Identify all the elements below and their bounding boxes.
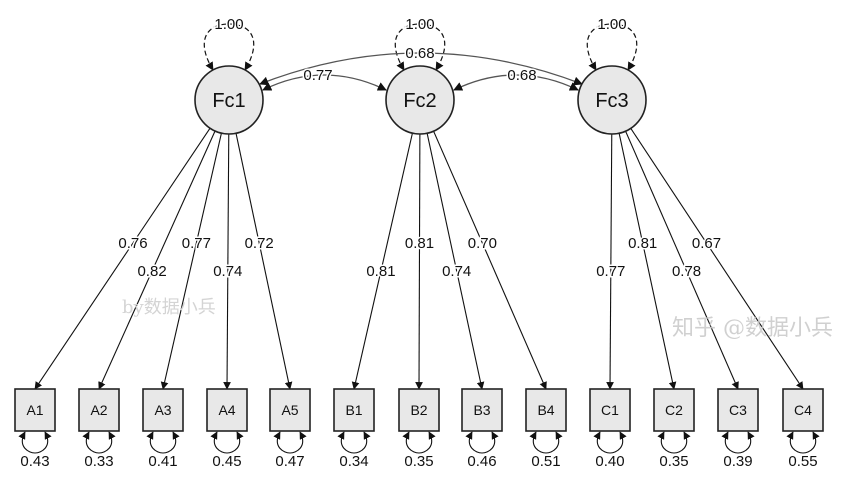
- loading-arrow-c4: [630, 128, 804, 390]
- factor-label-fc2: Fc2: [403, 90, 436, 112]
- indicator-label-a3: A3: [154, 402, 171, 418]
- indicator-label-a5: A5: [281, 402, 298, 418]
- factor-label-fc3: Fc3: [595, 90, 628, 112]
- indicator-box-a4: [206, 388, 248, 432]
- variance-label-fc1: 1.00: [214, 16, 243, 33]
- variance-label-fc2: 1.00: [405, 16, 434, 33]
- indicator-label-b1: B1: [345, 402, 362, 418]
- residual-label-b3: 0.46: [467, 453, 496, 470]
- residual-loop-b3: [465, 431, 499, 454]
- residual-label-c4: 0.55: [788, 453, 817, 470]
- residual-label-b1: 0.34: [339, 453, 368, 470]
- variance-loop-fc2: [394, 23, 446, 71]
- variance-label-fc3: 1.00: [597, 16, 626, 33]
- loading-arrow-c3: [625, 130, 739, 390]
- covariance-label-fc1-fc2: 0.77: [303, 67, 332, 84]
- loading-label-a2: 0.82: [137, 263, 166, 280]
- loading-label-c2: 0.81: [628, 235, 657, 252]
- indicator-label-a4: A4: [218, 402, 235, 418]
- indicator-label-a1: A1: [26, 402, 43, 418]
- covariance-fc1-fc3: [259, 52, 583, 86]
- loading-label-b3: 0.74: [442, 263, 471, 280]
- loading-arrow-a4: [223, 133, 231, 390]
- indicator-box-b2: [398, 388, 440, 432]
- residual-loop-a5: [273, 431, 307, 454]
- indicator-label-c3: C3: [729, 402, 747, 418]
- indicator-label-c2: C2: [665, 402, 683, 418]
- residual-loop-b1: [337, 431, 371, 454]
- loading-label-a5: 0.72: [245, 235, 274, 252]
- indicator-box-b3: [461, 388, 503, 432]
- covariance-label-fc1-fc3: 0.68: [405, 45, 434, 62]
- loading-arrow-b4: [433, 130, 547, 390]
- residual-loop-a2: [82, 431, 116, 454]
- factor-label-fc1: Fc1: [212, 90, 245, 112]
- indicator-label-c4: C4: [794, 402, 812, 418]
- residual-loop-c4: [786, 431, 820, 454]
- residual-loop-b2: [402, 431, 436, 454]
- loading-label-a4: 0.74: [213, 263, 242, 280]
- loading-arrow-b1: [351, 133, 413, 390]
- indicator-box-a1: [14, 388, 56, 432]
- indicator-box-a3: [142, 388, 184, 432]
- indicator-box-c4: [782, 388, 824, 432]
- indicator-label-a2: A2: [90, 402, 107, 418]
- residual-label-a1: 0.43: [20, 453, 49, 470]
- loading-arrow-a3: [160, 133, 222, 390]
- indicator-box-b1: [333, 388, 375, 432]
- loading-label-c3: 0.78: [672, 263, 701, 280]
- indicator-box-c3: [717, 388, 759, 432]
- loading-arrow-b2: [415, 133, 423, 390]
- residual-label-a5: 0.47: [275, 453, 304, 470]
- loading-arrow-a2: [98, 130, 216, 390]
- indicator-box-c2: [653, 388, 695, 432]
- loading-arrow-a1: [34, 127, 211, 390]
- residual-label-a3: 0.41: [148, 453, 177, 470]
- loading-label-c4: 0.67: [692, 235, 721, 252]
- indicator-label-b4: B4: [537, 402, 554, 418]
- factor-node-fc3: [577, 65, 647, 135]
- loading-label-b1: 0.81: [366, 263, 395, 280]
- residual-loop-a3: [146, 431, 180, 454]
- loading-arrow-c1: [606, 133, 614, 390]
- residual-label-c2: 0.35: [659, 453, 688, 470]
- watermark-corner: 知乎 @数据小兵: [672, 316, 833, 341]
- indicator-box-a2: [78, 388, 120, 432]
- loading-arrow-c2: [618, 133, 677, 390]
- residual-loop-a1: [18, 431, 52, 454]
- variance-loop-fc1: [203, 23, 255, 71]
- loading-label-c1: 0.77: [596, 263, 625, 280]
- residual-label-c3: 0.39: [723, 453, 752, 470]
- residual-label-b2: 0.35: [404, 453, 433, 470]
- indicator-label-c1: C1: [601, 402, 619, 418]
- residual-loop-c3: [721, 431, 755, 454]
- loading-label-a1: 0.76: [118, 235, 147, 252]
- residual-label-b4: 0.51: [531, 453, 560, 470]
- indicator-box-b4: [525, 388, 567, 432]
- indicator-label-b2: B2: [410, 402, 427, 418]
- residual-loop-c1: [593, 431, 627, 454]
- factor-node-fc1: [194, 65, 264, 135]
- indicator-label-b3: B3: [473, 402, 490, 418]
- loading-label-b2: 0.81: [405, 235, 434, 252]
- indicator-box-a5: [269, 388, 311, 432]
- indicator-box-c1: [589, 388, 631, 432]
- loading-label-b4: 0.70: [468, 235, 497, 252]
- residual-label-a4: 0.45: [212, 453, 241, 470]
- watermark-inner: by数据小兵: [122, 297, 216, 318]
- loading-label-a3: 0.77: [182, 235, 211, 252]
- residual-label-a2: 0.33: [84, 453, 113, 470]
- residual-loop-a4: [210, 431, 244, 454]
- variance-loop-fc3: [586, 23, 638, 71]
- residual-loop-c2: [657, 431, 691, 454]
- residual-label-c1: 0.40: [595, 453, 624, 470]
- residual-loop-b4: [529, 431, 563, 454]
- loading-arrow-b3: [426, 133, 485, 390]
- factor-node-fc2: [385, 65, 455, 135]
- covariance-label-fc2-fc3: 0.68: [507, 67, 536, 84]
- loading-arrow-a5: [235, 133, 293, 390]
